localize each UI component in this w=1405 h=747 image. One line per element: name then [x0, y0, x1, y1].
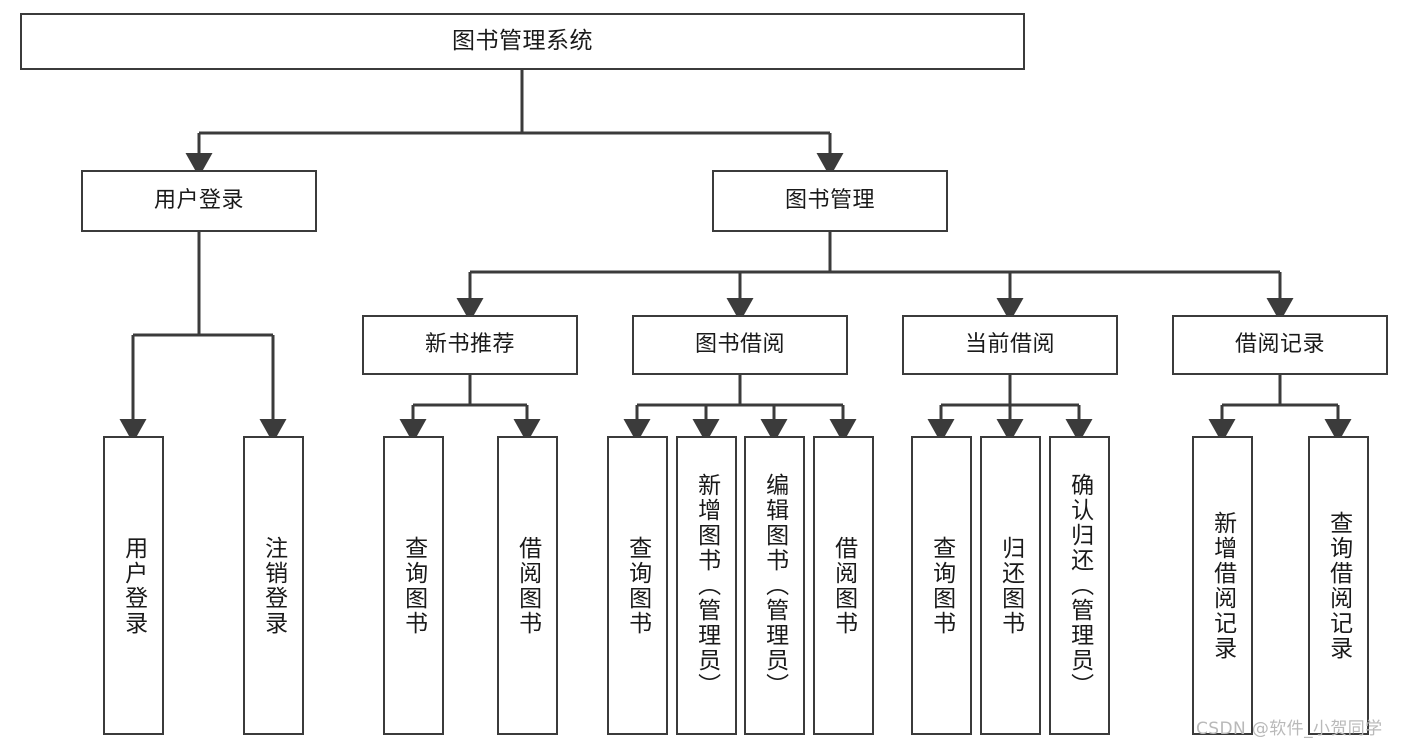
node-new-book-recommend[interactable]: 新书推荐 [362, 315, 578, 375]
node-label: 查询图书 [624, 535, 651, 636]
node-book-management[interactable]: 图书管理 [712, 170, 948, 232]
node-label: 图书管理系统 [452, 27, 593, 54]
csdn-watermark: CSDN @软件_小贺同学 [1196, 719, 1383, 739]
node-label: 归还图书 [997, 535, 1024, 636]
node-leaf-query-record[interactable]: 查询借阅记录 [1308, 436, 1369, 735]
node-label: 确认归还（管理员） [1066, 473, 1093, 698]
node-label: 查询图书 [400, 535, 427, 636]
node-leaf-query-book-1[interactable]: 查询图书 [383, 436, 444, 735]
node-leaf-add-record[interactable]: 新增借阅记录 [1192, 436, 1253, 735]
node-label: 当前借阅 [964, 332, 1055, 358]
node-user-login[interactable]: 用户登录 [81, 170, 317, 232]
node-label: 用户登录 [153, 188, 244, 214]
node-label: 新书推荐 [424, 332, 515, 358]
node-label: 图书借阅 [694, 332, 785, 358]
node-leaf-borrow-book-1[interactable]: 借阅图书 [497, 436, 558, 735]
node-current-borrow[interactable]: 当前借阅 [902, 315, 1118, 375]
node-label: 注销登录 [260, 535, 287, 636]
node-book-borrow[interactable]: 图书借阅 [632, 315, 848, 375]
node-label: 编辑图书（管理员） [761, 473, 788, 698]
node-leaf-edit-book[interactable]: 编辑图书（管理员） [744, 436, 805, 735]
node-label: 新增图书（管理员） [693, 473, 720, 698]
node-leaf-borrow-book-2[interactable]: 借阅图书 [813, 436, 874, 735]
node-root-book-management-system[interactable]: 图书管理系统 [20, 13, 1025, 70]
node-label: 借阅图书 [830, 535, 857, 636]
node-leaf-user-login[interactable]: 用户登录 [103, 436, 164, 735]
node-leaf-query-book-3[interactable]: 查询图书 [911, 436, 972, 735]
node-label: 借阅图书 [514, 535, 541, 636]
node-leaf-user-logout[interactable]: 注销登录 [243, 436, 304, 735]
node-leaf-query-book-2[interactable]: 查询图书 [607, 436, 668, 735]
node-leaf-add-book[interactable]: 新增图书（管理员） [676, 436, 737, 735]
node-label: 借阅记录 [1234, 332, 1325, 358]
node-label: 查询图书 [928, 535, 955, 636]
node-label: 用户登录 [120, 535, 147, 636]
node-leaf-confirm-return[interactable]: 确认归还（管理员） [1049, 436, 1110, 735]
node-borrow-record[interactable]: 借阅记录 [1172, 315, 1388, 375]
node-leaf-return-book[interactable]: 归还图书 [980, 436, 1041, 735]
node-label: 新增借阅记录 [1209, 510, 1236, 661]
node-label: 查询借阅记录 [1325, 510, 1352, 661]
node-label: 图书管理 [784, 188, 875, 214]
